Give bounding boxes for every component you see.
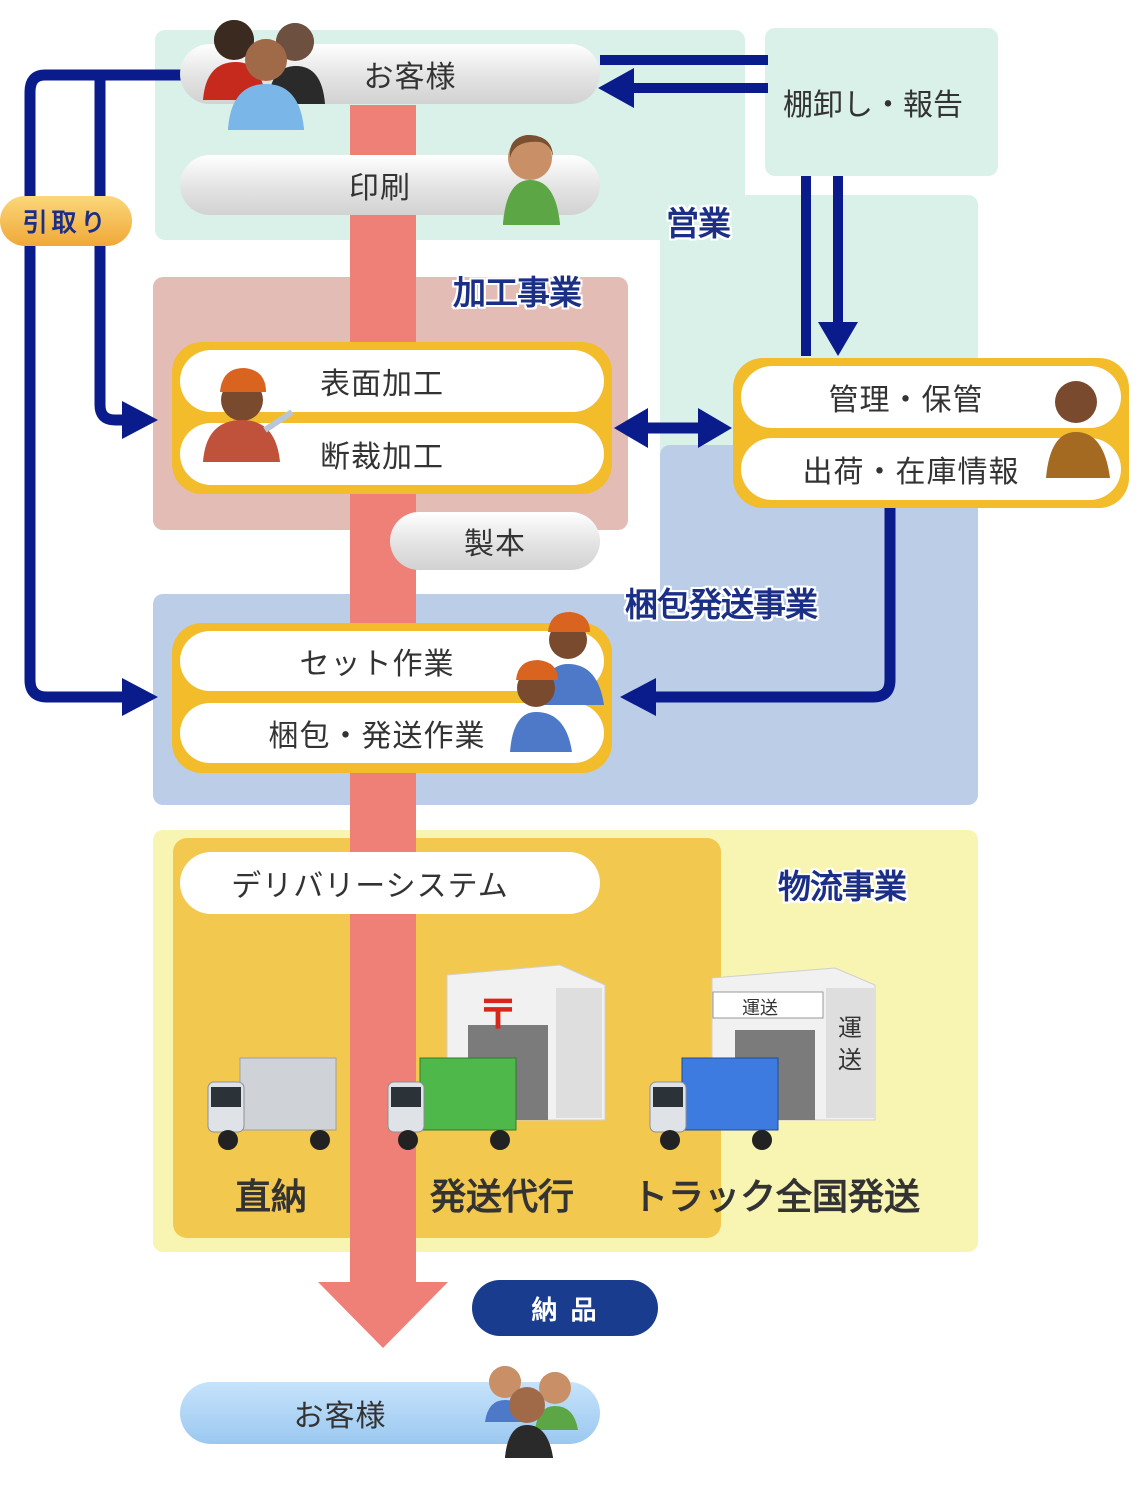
pickup-arrow-path [24, 69, 185, 703]
bidir-arrowhead-left [614, 408, 648, 448]
delivery-system-label: デリバリーシステム [231, 869, 509, 904]
set-work-label: セット作業 [299, 647, 455, 682]
printing-pill: 印刷 [180, 155, 600, 215]
packing-shipping-pill: 梱包・発送作業 [180, 703, 604, 763]
direct-delivery-label: 直納 [235, 1177, 308, 1218]
customer-top-label: お客様 [363, 60, 457, 95]
shipping-info-arrow [650, 508, 896, 703]
section-title-sales: 営業 [666, 204, 731, 243]
pickup-arrow-processing [94, 75, 130, 426]
pickup-arrowhead-packing [122, 678, 158, 716]
bookbinding-pill: 製本 [390, 512, 600, 570]
surface-processing-label: 表面加工 [320, 367, 444, 402]
pickup-badge: 引取り [0, 196, 132, 246]
section-title-logistics: 物流事業 [778, 867, 907, 906]
set-work-pill: セット作業 [180, 631, 604, 691]
cutting-processing-pill: 断裁加工 [180, 423, 604, 485]
post-mark: 〒 [478, 992, 518, 1038]
customer-bottom-label: お客様 [293, 1399, 387, 1434]
section-title-packing: 梱包発送事業 [625, 585, 818, 624]
customer-bottom-pill: お客様 [180, 1382, 600, 1444]
transport-sign-top: 運送 [742, 998, 778, 1019]
inventory-report-box [765, 28, 998, 176]
pickup-label: 引取り [22, 208, 110, 237]
truck-blue-icon [649, 1057, 779, 1150]
shipping-info-pill: 出荷・在庫情報 [741, 438, 1121, 500]
bookbinding-label: 製本 [464, 527, 526, 562]
delivery-badge: 納 品 [472, 1280, 658, 1336]
customer-top-pill: お客様 [180, 44, 600, 104]
delivery-system-pill: デリバリーシステム [180, 852, 600, 914]
bidir-arrowhead-right [698, 408, 732, 448]
delivery-label: 納 品 [531, 1295, 599, 1326]
report-arrowhead [598, 68, 634, 108]
surface-processing-pill: 表面加工 [180, 350, 604, 412]
printing-label: 印刷 [349, 171, 411, 206]
packing-shipping-label: 梱包・発送作業 [268, 719, 486, 754]
pickup-arrowhead-processing [122, 401, 158, 439]
truck-nationwide-label: トラック全国発送 [632, 1177, 921, 1218]
delivery-down-arrow [318, 1235, 448, 1348]
cutting-processing-label: 断裁加工 [320, 440, 444, 475]
shipping-info-label: 出荷・在庫情報 [802, 455, 1020, 490]
management-arrowhead [818, 322, 858, 356]
inventory-report-label: 棚卸し・報告 [783, 88, 963, 123]
transport-sign-side: 運送 [838, 1014, 862, 1074]
shipping-info-arrowhead [620, 678, 656, 716]
management-pill: 管理・保管 [741, 366, 1121, 428]
truck-green-icon [387, 1057, 517, 1150]
shipping-agency-label: 発送代行 [430, 1177, 575, 1218]
management-label: 管理・保管 [828, 383, 984, 418]
section-title-processing: 加工事業 [453, 273, 582, 312]
truck-grey-icon [207, 1057, 337, 1150]
